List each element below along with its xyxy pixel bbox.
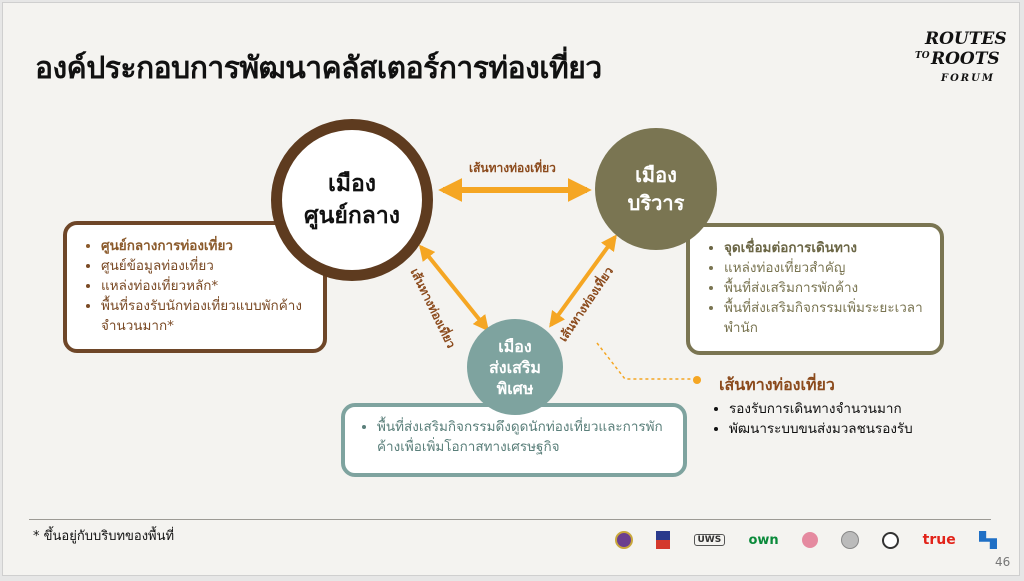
main-city-label-2: ศูนย์กลาง: [304, 203, 400, 229]
sponsor-logo-circle: [841, 531, 860, 549]
routes-pointer-line: [596, 342, 693, 380]
secondary-city-label-2: บริวาร: [627, 191, 685, 215]
routes-title: เส้นทางท่องเที่ยว: [719, 375, 835, 394]
routes-item: รองรับการเดินทางจำนวนมาก: [729, 399, 913, 419]
secondary-city-list: จุดเชื่อมต่อการเดินทาง แหล่งท่องเที่ยวสำ…: [704, 238, 930, 338]
main-city-item: พื้นที่รองรับนักท่องเที่ยวแบบพักค้างจำนว…: [101, 296, 311, 336]
routes-to-roots-logo: ROUTES TO ROOTS FORUM: [911, 29, 1007, 93]
special-city-box: พื้นที่ส่งเสริมกิจกรรมดึงดูดนักท่องเที่ย…: [341, 403, 687, 477]
logo-word-routes: ROUTES: [925, 29, 1007, 49]
secondary-city-label-1: เมือง: [635, 163, 677, 187]
sponsor-logo-pattern: [656, 531, 671, 549]
sponsor-logos: UWS own true: [615, 529, 997, 551]
special-city-label-3: พิเศษ: [496, 378, 534, 398]
special-city-item: พื้นที่ส่งเสริมกิจกรรมดึงดูดนักท่องเที่ย…: [377, 417, 673, 457]
secondary-city-item: แหล่งท่องเที่ยวสำคัญ: [724, 258, 930, 278]
arrow-secondary-special: [549, 234, 617, 328]
footnote: * ขึ้นอยู่กับบริบทของพื้นที่: [33, 529, 175, 544]
main-city-label-1: เมือง: [327, 171, 377, 197]
special-city-label-2: ส่งเสริม: [489, 357, 541, 377]
arrow-main-special: [418, 244, 490, 332]
secondary-city-item: จุดเชื่อมต่อการเดินทาง: [724, 238, 930, 258]
sponsor-logo-true: true: [922, 532, 956, 548]
special-city-node: เมือง ส่งเสริม พิเศษ: [467, 319, 563, 415]
sponsor-logo-figure: [801, 532, 818, 548]
sponsor-logo-uws: UWS: [693, 534, 726, 546]
logo-word-roots: ROOTS: [931, 49, 1000, 69]
footer-divider: [29, 519, 991, 520]
special-city-label-1: เมือง: [498, 336, 532, 356]
connection-arrows: [418, 178, 701, 384]
secondary-city-node: เมือง บริวาร: [595, 128, 717, 250]
logo-word-forum: FORUM: [941, 73, 995, 84]
routes-pointer-dot: [693, 376, 701, 384]
arrow-label-top: เส้นทางท่องเที่ยว: [469, 161, 556, 175]
special-city-list: พื้นที่ส่งเสริมกิจกรรมดึงดูดนักท่องเที่ย…: [357, 417, 673, 457]
main-city-node: เมือง ศูนย์กลาง: [271, 119, 433, 281]
sponsor-logo-social-design-lab: [882, 531, 900, 549]
secondary-city-item: พื้นที่ส่งเสริมการพักค้าง: [724, 278, 930, 298]
routes-list: รองรับการเดินทางจำนวนมาก พัฒนาระบบขนส่งม…: [711, 399, 913, 439]
main-city-list: ศูนย์กลางการท่องเที่ยว ศูนย์ข้อมูลท่องเท…: [81, 236, 311, 336]
logo-word-to: TO: [915, 51, 930, 61]
page-number: 46: [995, 555, 1011, 569]
sponsor-logo-blue-mark: [978, 531, 997, 549]
main-city-item: แหล่งท่องเที่ยวหลัก*: [101, 276, 311, 296]
secondary-city-box: จุดเชื่อมต่อการเดินทาง แหล่งท่องเที่ยวสำ…: [686, 223, 944, 355]
secondary-city-item: พื้นที่ส่งเสริมกิจกรรมเพิ่มระยะเวลาพำนัก: [724, 298, 930, 338]
main-city-box: ศูนย์กลางการท่องเที่ยว ศูนย์ข้อมูลท่องเท…: [63, 221, 327, 353]
sponsor-logo-own: own: [748, 532, 779, 548]
page-title: องค์ประกอบการพัฒนาคลัสเตอร์การท่องเที่ยว: [35, 51, 602, 86]
main-city-item: ศูนย์ข้อมูลท่องเที่ยว: [101, 256, 311, 276]
main-city-item: ศูนย์กลางการท่องเที่ยว: [101, 236, 311, 256]
routes-item: พัฒนาระบบขนส่งมวลชนรองรับ: [729, 419, 913, 439]
sponsor-logo-emblem: [615, 531, 633, 549]
